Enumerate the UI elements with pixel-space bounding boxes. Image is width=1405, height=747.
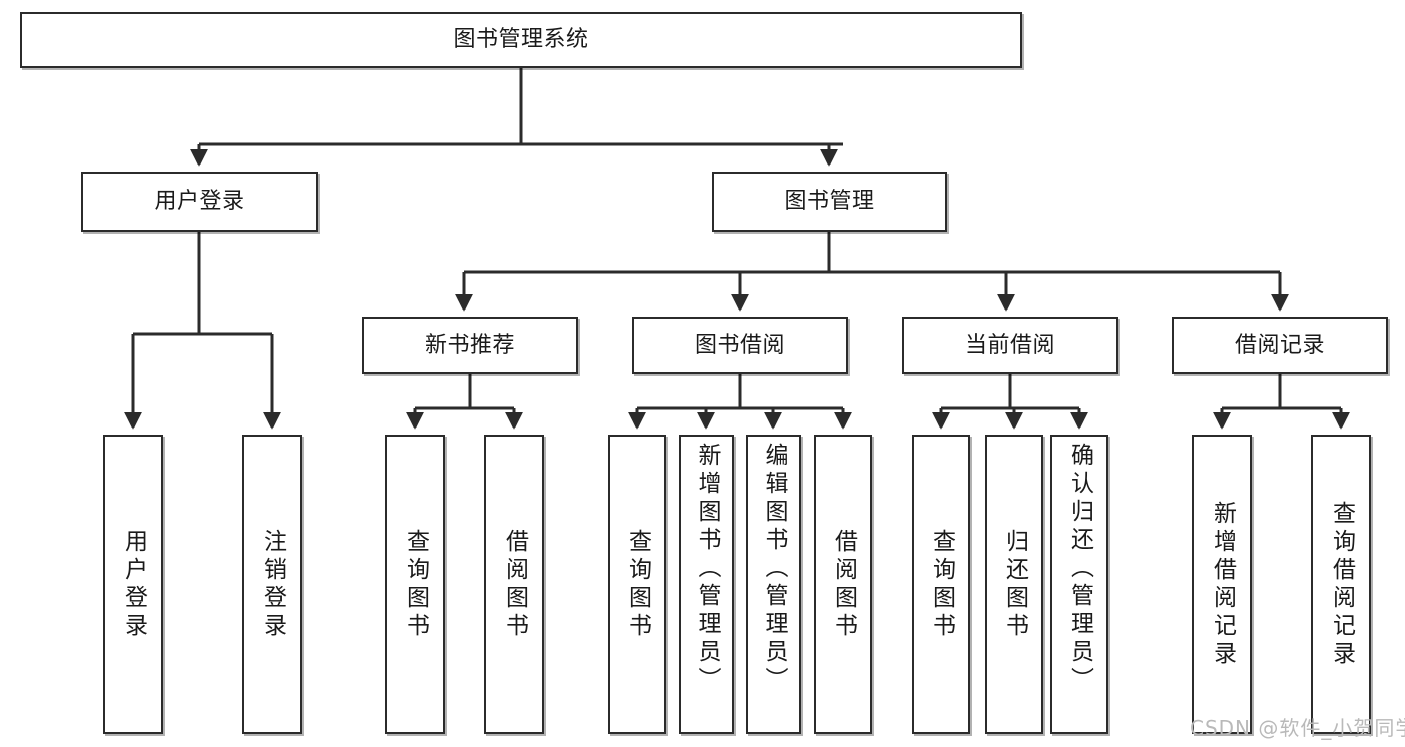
node-borrow-record[interactable]: 借阅记录	[1172, 317, 1388, 374]
node-leaf-query-record-label: 查询借阅记录	[1328, 500, 1355, 669]
node-leaf-borrow-book-2-label: 借阅图书	[830, 528, 857, 641]
node-leaf-edit-book[interactable]: 编辑图书（管理员）	[746, 435, 801, 734]
node-new-book-rec-label: 新书推荐	[424, 332, 515, 358]
node-leaf-user-login-label: 用户登录	[120, 528, 147, 641]
node-root[interactable]: 图书管理系统	[20, 12, 1022, 68]
node-leaf-add-record-label: 新增借阅记录	[1209, 500, 1236, 669]
node-book-borrow-label: 图书借阅	[694, 332, 785, 358]
node-leaf-query-book-3[interactable]: 查询图书	[912, 435, 970, 734]
node-leaf-return-book[interactable]: 归还图书	[985, 435, 1043, 734]
node-leaf-return-book-label: 归还图书	[1001, 528, 1028, 641]
node-leaf-query-book-1[interactable]: 查询图书	[385, 435, 445, 734]
node-leaf-borrow-book-1[interactable]: 借阅图书	[484, 435, 544, 734]
node-leaf-query-book-2[interactable]: 查询图书	[608, 435, 666, 734]
node-leaf-user-logout[interactable]: 注销登录	[242, 435, 302, 734]
node-leaf-confirm-return-label: 确认归还（管理员）	[1066, 443, 1093, 695]
node-user-login-label: 用户登录	[154, 189, 245, 215]
node-leaf-edit-book-label: 编辑图书（管理员）	[761, 443, 787, 695]
csdn-watermark: CSDN @软件_小贺同学	[1190, 716, 1405, 740]
node-leaf-add-book-label: 新增图书（管理员）	[694, 443, 720, 695]
node-current-borrow[interactable]: 当前借阅	[902, 317, 1118, 374]
node-leaf-query-book-2-label: 查询图书	[624, 528, 651, 641]
node-leaf-query-record[interactable]: 查询借阅记录	[1311, 435, 1371, 734]
node-leaf-confirm-return[interactable]: 确认归还（管理员）	[1050, 435, 1108, 734]
node-leaf-add-book[interactable]: 新增图书（管理员）	[679, 435, 734, 734]
node-current-borrow-label: 当前借阅	[964, 332, 1055, 358]
node-leaf-user-login[interactable]: 用户登录	[103, 435, 163, 734]
node-root-label: 图书管理系统	[453, 27, 589, 53]
node-book-borrow[interactable]: 图书借阅	[632, 317, 848, 374]
node-leaf-borrow-book-2[interactable]: 借阅图书	[814, 435, 872, 734]
node-leaf-user-logout-label: 注销登录	[259, 528, 286, 641]
node-leaf-query-book-1-label: 查询图书	[402, 528, 429, 641]
node-book-manage[interactable]: 图书管理	[712, 172, 947, 232]
node-borrow-record-label: 借阅记录	[1234, 332, 1325, 358]
node-leaf-add-record[interactable]: 新增借阅记录	[1192, 435, 1252, 734]
node-book-manage-label: 图书管理	[784, 189, 875, 215]
node-new-book-rec[interactable]: 新书推荐	[362, 317, 578, 374]
node-leaf-borrow-book-1-label: 借阅图书	[501, 528, 528, 641]
node-user-login[interactable]: 用户登录	[81, 172, 318, 232]
node-leaf-query-book-3-label: 查询图书	[928, 528, 955, 641]
